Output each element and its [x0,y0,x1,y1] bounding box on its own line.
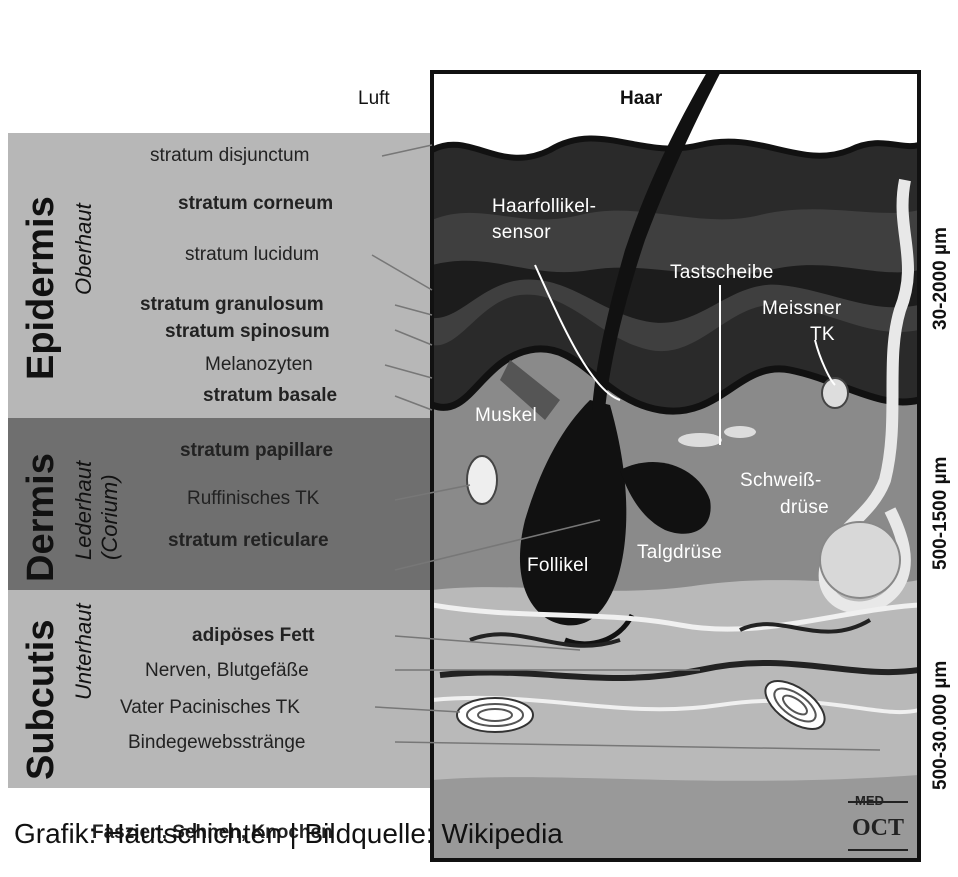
label-tastscheibe: Tastscheibe [670,262,774,284]
label-haarfollikel-1: Haarfollikel- [492,196,596,218]
label-meissner-2: TK [810,324,835,346]
label-follikel: Follikel [527,555,589,577]
depth-dermis: 500-1500 µm [930,457,952,570]
image-credit: Grafik: Hautschichten | Bildquelle: Wiki… [14,818,563,850]
label-talgdruese: Talgdrüse [637,542,722,564]
label-muskel: Muskel [475,405,537,427]
label-schweiss-2: drüse [780,497,829,519]
depth-epidermis: 30-2000 µm [930,227,952,330]
depth-subcutis: 500-30.000 µm [930,661,952,790]
label-haarfollikel-2: sensor [492,222,551,244]
label-haar: Haar [620,88,662,110]
label-schweiss-1: Schweiß- [740,470,822,492]
logo-med: MED [855,793,884,808]
logo-oct: OCT [852,815,904,842]
label-meissner-1: Meissner [762,298,841,320]
